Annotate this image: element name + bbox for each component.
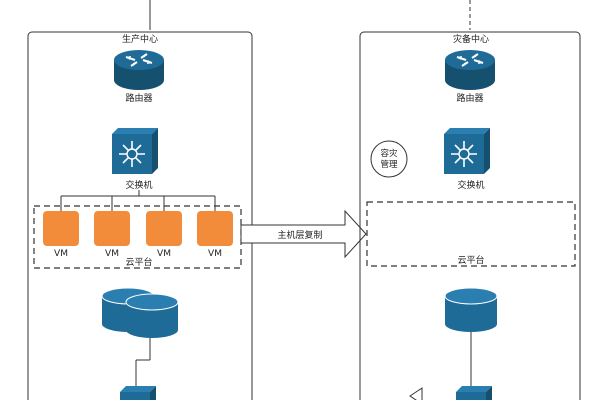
storage-icon — [444, 287, 498, 333]
vm-icon — [94, 211, 130, 246]
cloud-platform-box — [366, 201, 576, 267]
switch-label: 交换机 — [125, 179, 152, 191]
switch-icon — [443, 127, 491, 175]
vm-label: VM — [157, 249, 171, 259]
dr-management-label: 容灾 — [380, 148, 398, 159]
vm-icon — [197, 211, 233, 246]
vm-label: VM — [208, 249, 222, 259]
router-icon — [113, 49, 165, 91]
replication-arrow — [240, 209, 367, 259]
router-label: 路由器 — [125, 92, 152, 104]
switch-icon — [111, 127, 159, 175]
dr-management-label: 管理 — [380, 159, 398, 170]
dr-center-title: 灾备中心 — [453, 33, 489, 45]
vm-label: VM — [105, 249, 119, 259]
incoming-arrow — [409, 387, 423, 404]
vm-icon — [43, 211, 79, 246]
cloud-platform-label: 云平台 — [125, 256, 152, 268]
vm-label: VM — [54, 249, 68, 259]
storage-switch-icon — [120, 386, 156, 404]
production-center-title: 生产中心 — [122, 33, 158, 45]
dr-center-box — [359, 31, 581, 404]
replication-label: 主机层复制 — [277, 229, 322, 241]
storage-icon — [125, 293, 179, 339]
cloud-platform-label: 云平台 — [457, 254, 484, 266]
router-label: 路由器 — [456, 92, 483, 104]
cloud-platform-box — [33, 205, 242, 269]
dr-management-node — [370, 140, 408, 178]
switch-label: 交换机 — [457, 179, 484, 191]
vm-icon — [146, 211, 182, 246]
switch-vm-links — [60, 190, 216, 211]
production-center-box — [27, 31, 253, 404]
router-icon — [444, 49, 496, 91]
storage-switch-icon — [456, 386, 492, 404]
